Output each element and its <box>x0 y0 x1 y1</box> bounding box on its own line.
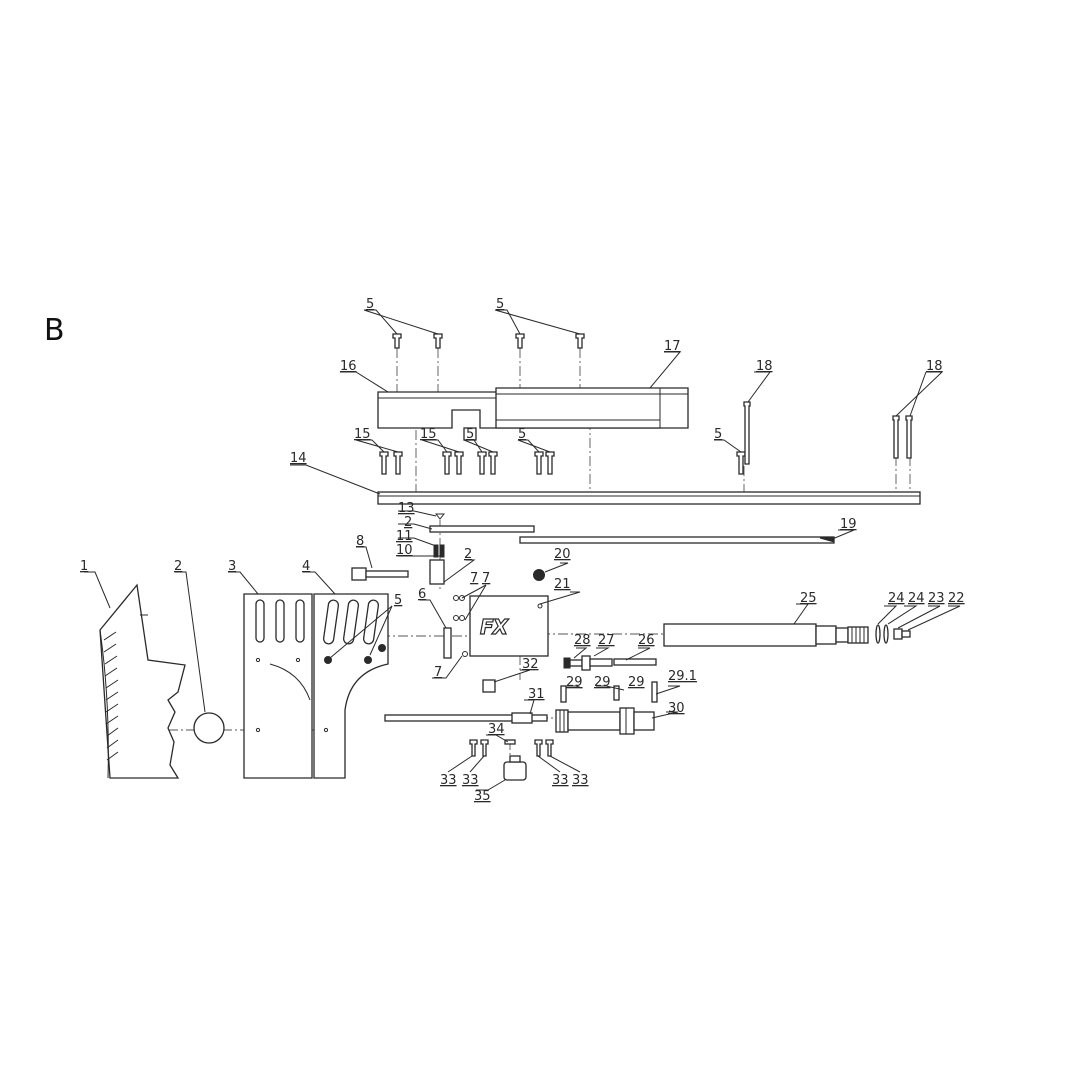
callout-2: 2 <box>174 559 182 574</box>
callout-29: 29 <box>594 675 611 690</box>
part-26-28-valve <box>563 655 657 671</box>
callout-5: 5 <box>394 593 402 608</box>
part-35-knob <box>503 755 527 781</box>
callout-15: 15 <box>420 427 437 442</box>
part-8-trigger <box>351 567 409 581</box>
callout-5: 5 <box>518 427 526 442</box>
callout-4: 4 <box>302 559 310 574</box>
part-25-barrel <box>663 623 869 647</box>
callout-6: 6 <box>418 587 426 602</box>
part-18-long-screws <box>743 401 913 465</box>
callout-33: 33 <box>552 773 569 788</box>
callout-29: 29 <box>566 675 583 690</box>
callout-31: 31 <box>528 687 545 702</box>
callout-5: 5 <box>466 427 474 442</box>
part-3-side-plate <box>243 593 313 779</box>
callout-16: 16 <box>340 359 357 374</box>
callout-19: 19 <box>840 517 857 532</box>
part-30-cylinder <box>555 707 655 735</box>
part-5-top-screws <box>392 333 585 349</box>
callout-26: 26 <box>638 633 655 648</box>
callout-2: 2 <box>404 515 412 530</box>
callout-29-1: 29.1 <box>668 669 697 684</box>
callout-5: 5 <box>496 297 504 312</box>
callout-14: 14 <box>290 451 307 466</box>
callout-24: 24 <box>908 591 925 606</box>
callout-22: 22 <box>948 591 965 606</box>
callout-33: 33 <box>572 773 589 788</box>
part-24-washers <box>875 624 889 644</box>
callout-11: 11 <box>396 529 413 544</box>
part-22-23-cap <box>893 628 911 640</box>
callout-8: 8 <box>356 534 364 549</box>
callout-24: 24 <box>888 591 905 606</box>
part-2-spacer <box>193 712 225 744</box>
leader-lines <box>84 309 961 791</box>
part-7-screws <box>453 595 468 657</box>
callout-13: 13 <box>398 501 415 516</box>
callout-23: 23 <box>928 591 945 606</box>
part-14-rail <box>377 491 921 505</box>
callout-28: 28 <box>574 633 591 648</box>
part-21-receiver: FX <box>469 595 549 657</box>
receiver-logo: FX <box>480 615 510 639</box>
callout-25: 25 <box>800 591 817 606</box>
callout-29: 29 <box>628 675 645 690</box>
callout-30: 30 <box>668 701 685 716</box>
part-20-ball <box>533 569 545 581</box>
callout-35: 35 <box>474 789 491 804</box>
callout-3: 3 <box>228 559 236 574</box>
callout-18: 18 <box>756 359 773 374</box>
part-31-trigger-bar <box>384 712 548 724</box>
callout-17: 17 <box>664 339 681 354</box>
callout-7: 7 <box>482 571 490 586</box>
part-6-pin <box>443 627 452 659</box>
callout-5: 5 <box>714 427 722 442</box>
part-34-spring <box>504 739 516 745</box>
part-17-top-rail <box>495 387 689 429</box>
callout-20: 20 <box>554 547 571 562</box>
part-32-block <box>482 679 496 693</box>
callout-21: 21 <box>554 577 571 592</box>
callout-5: 5 <box>366 297 374 312</box>
callout-labels: 1 2 2 2 3 4 5 5 5 5 5 5 6 7 7 7 8 10 11 … <box>80 297 965 804</box>
part-19-slide <box>519 536 835 544</box>
panel-letter: B <box>44 313 65 348</box>
callout-7: 7 <box>470 571 478 586</box>
callout-18: 18 <box>926 359 943 374</box>
callout-34: 34 <box>488 722 505 737</box>
callout-1: 1 <box>80 559 88 574</box>
part-15-screws <box>379 451 746 475</box>
callout-33: 33 <box>462 773 479 788</box>
callout-32: 32 <box>522 657 539 672</box>
callout-10: 10 <box>396 543 413 558</box>
callout-27: 27 <box>598 633 615 648</box>
callout-15: 15 <box>354 427 371 442</box>
part-4-frame-plate <box>313 593 389 779</box>
part-10-11-13-linkage <box>429 513 535 585</box>
callout-33: 33 <box>440 773 457 788</box>
callout-2: 2 <box>464 547 472 562</box>
callout-7: 7 <box>434 665 442 680</box>
part-29-clips <box>560 681 658 703</box>
part-1-grip <box>99 583 186 779</box>
